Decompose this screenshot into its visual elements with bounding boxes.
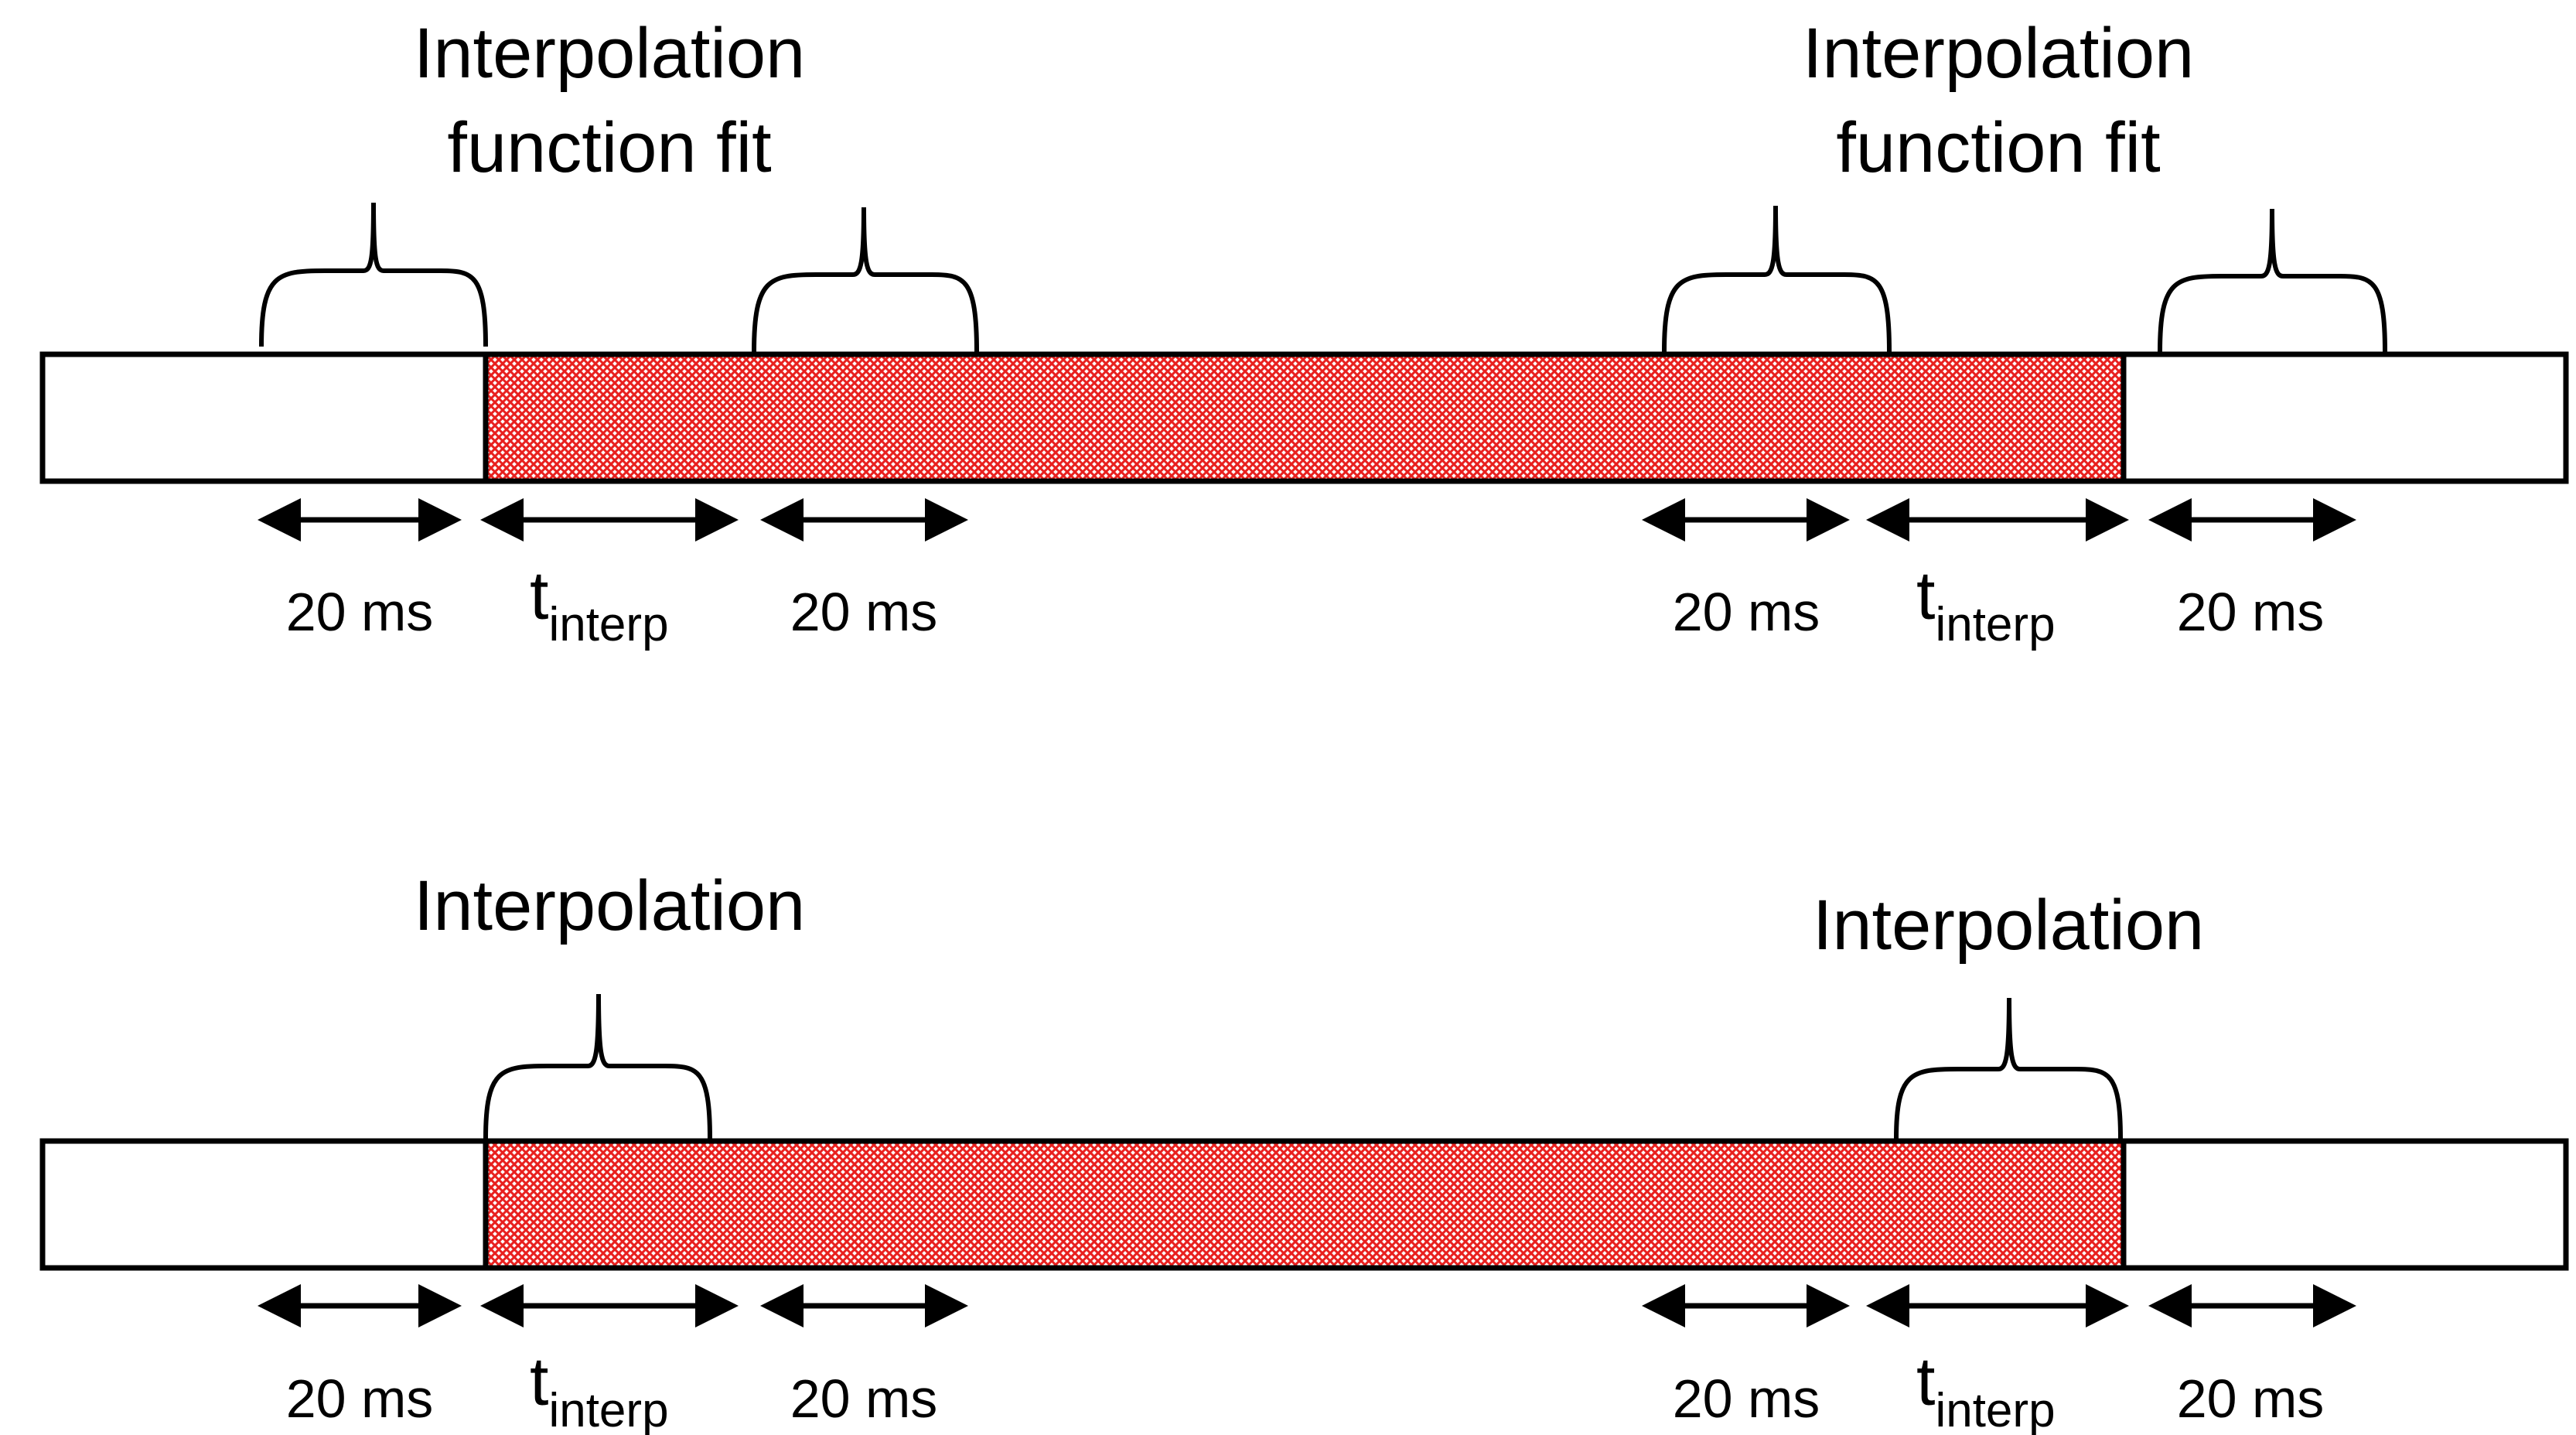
bottom-brace-2 bbox=[1894, 997, 2123, 1139]
top-bar-interpolated-segment bbox=[483, 351, 2127, 484]
bottom-right-caption: Interpolation bbox=[1813, 886, 2204, 965]
tinterp-sub: interp bbox=[548, 598, 668, 651]
tinterp-main: t bbox=[1916, 557, 1935, 634]
top-right-caption-line1: Interpolation bbox=[1803, 14, 2194, 93]
top-right-caption-line2: function fit bbox=[1836, 108, 2160, 187]
top-bar-left-segment bbox=[39, 351, 489, 484]
bottom-label-tinterp-2: tinterp bbox=[1916, 1343, 2056, 1435]
bottom-label-20ms-1: 20 ms bbox=[286, 1368, 434, 1429]
bottom-left-caption: Interpolation bbox=[414, 866, 805, 945]
bottom-label-20ms-2: 20 ms bbox=[790, 1368, 938, 1429]
bottom-label-20ms-3: 20 ms bbox=[1673, 1368, 1820, 1429]
bottom-brace-1 bbox=[483, 993, 712, 1139]
tinterp-sub: interp bbox=[1935, 1384, 2055, 1435]
tinterp-sub: interp bbox=[548, 1384, 668, 1435]
top-brace-3 bbox=[1662, 205, 1892, 353]
bottom-bar-interpolated-segment bbox=[483, 1138, 2127, 1271]
bottom-label-20ms-4: 20 ms bbox=[2177, 1368, 2325, 1429]
bottom-panel: Interpolation Interpolation 20 ms tinter… bbox=[39, 866, 2569, 1435]
top-panel: Interpolation function fit Interpolation… bbox=[39, 14, 2569, 651]
tinterp-main: t bbox=[1916, 1343, 1935, 1420]
tinterp-main: t bbox=[530, 1343, 548, 1420]
top-left-caption-line1: Interpolation bbox=[414, 14, 805, 93]
top-left-caption-line2: function fit bbox=[447, 108, 771, 187]
top-label-20ms-3: 20 ms bbox=[1673, 582, 1820, 642]
top-brace-1 bbox=[259, 202, 488, 347]
top-label-20ms-1: 20 ms bbox=[286, 582, 434, 642]
top-label-tinterp-2: tinterp bbox=[1916, 557, 2056, 651]
bottom-bar-right-segment bbox=[2121, 1138, 2569, 1271]
bottom-bar-left-segment bbox=[39, 1138, 489, 1271]
top-bar-right-segment bbox=[2121, 351, 2569, 484]
top-label-20ms-4: 20 ms bbox=[2177, 582, 2325, 642]
bottom-label-tinterp-1: tinterp bbox=[530, 1343, 669, 1435]
top-brace-2 bbox=[752, 207, 979, 353]
top-brace-4 bbox=[2158, 208, 2387, 353]
top-label-20ms-2: 20 ms bbox=[790, 582, 938, 642]
tinterp-main: t bbox=[530, 557, 548, 634]
tinterp-sub: interp bbox=[1935, 598, 2055, 651]
top-label-tinterp-1: tinterp bbox=[530, 557, 669, 651]
